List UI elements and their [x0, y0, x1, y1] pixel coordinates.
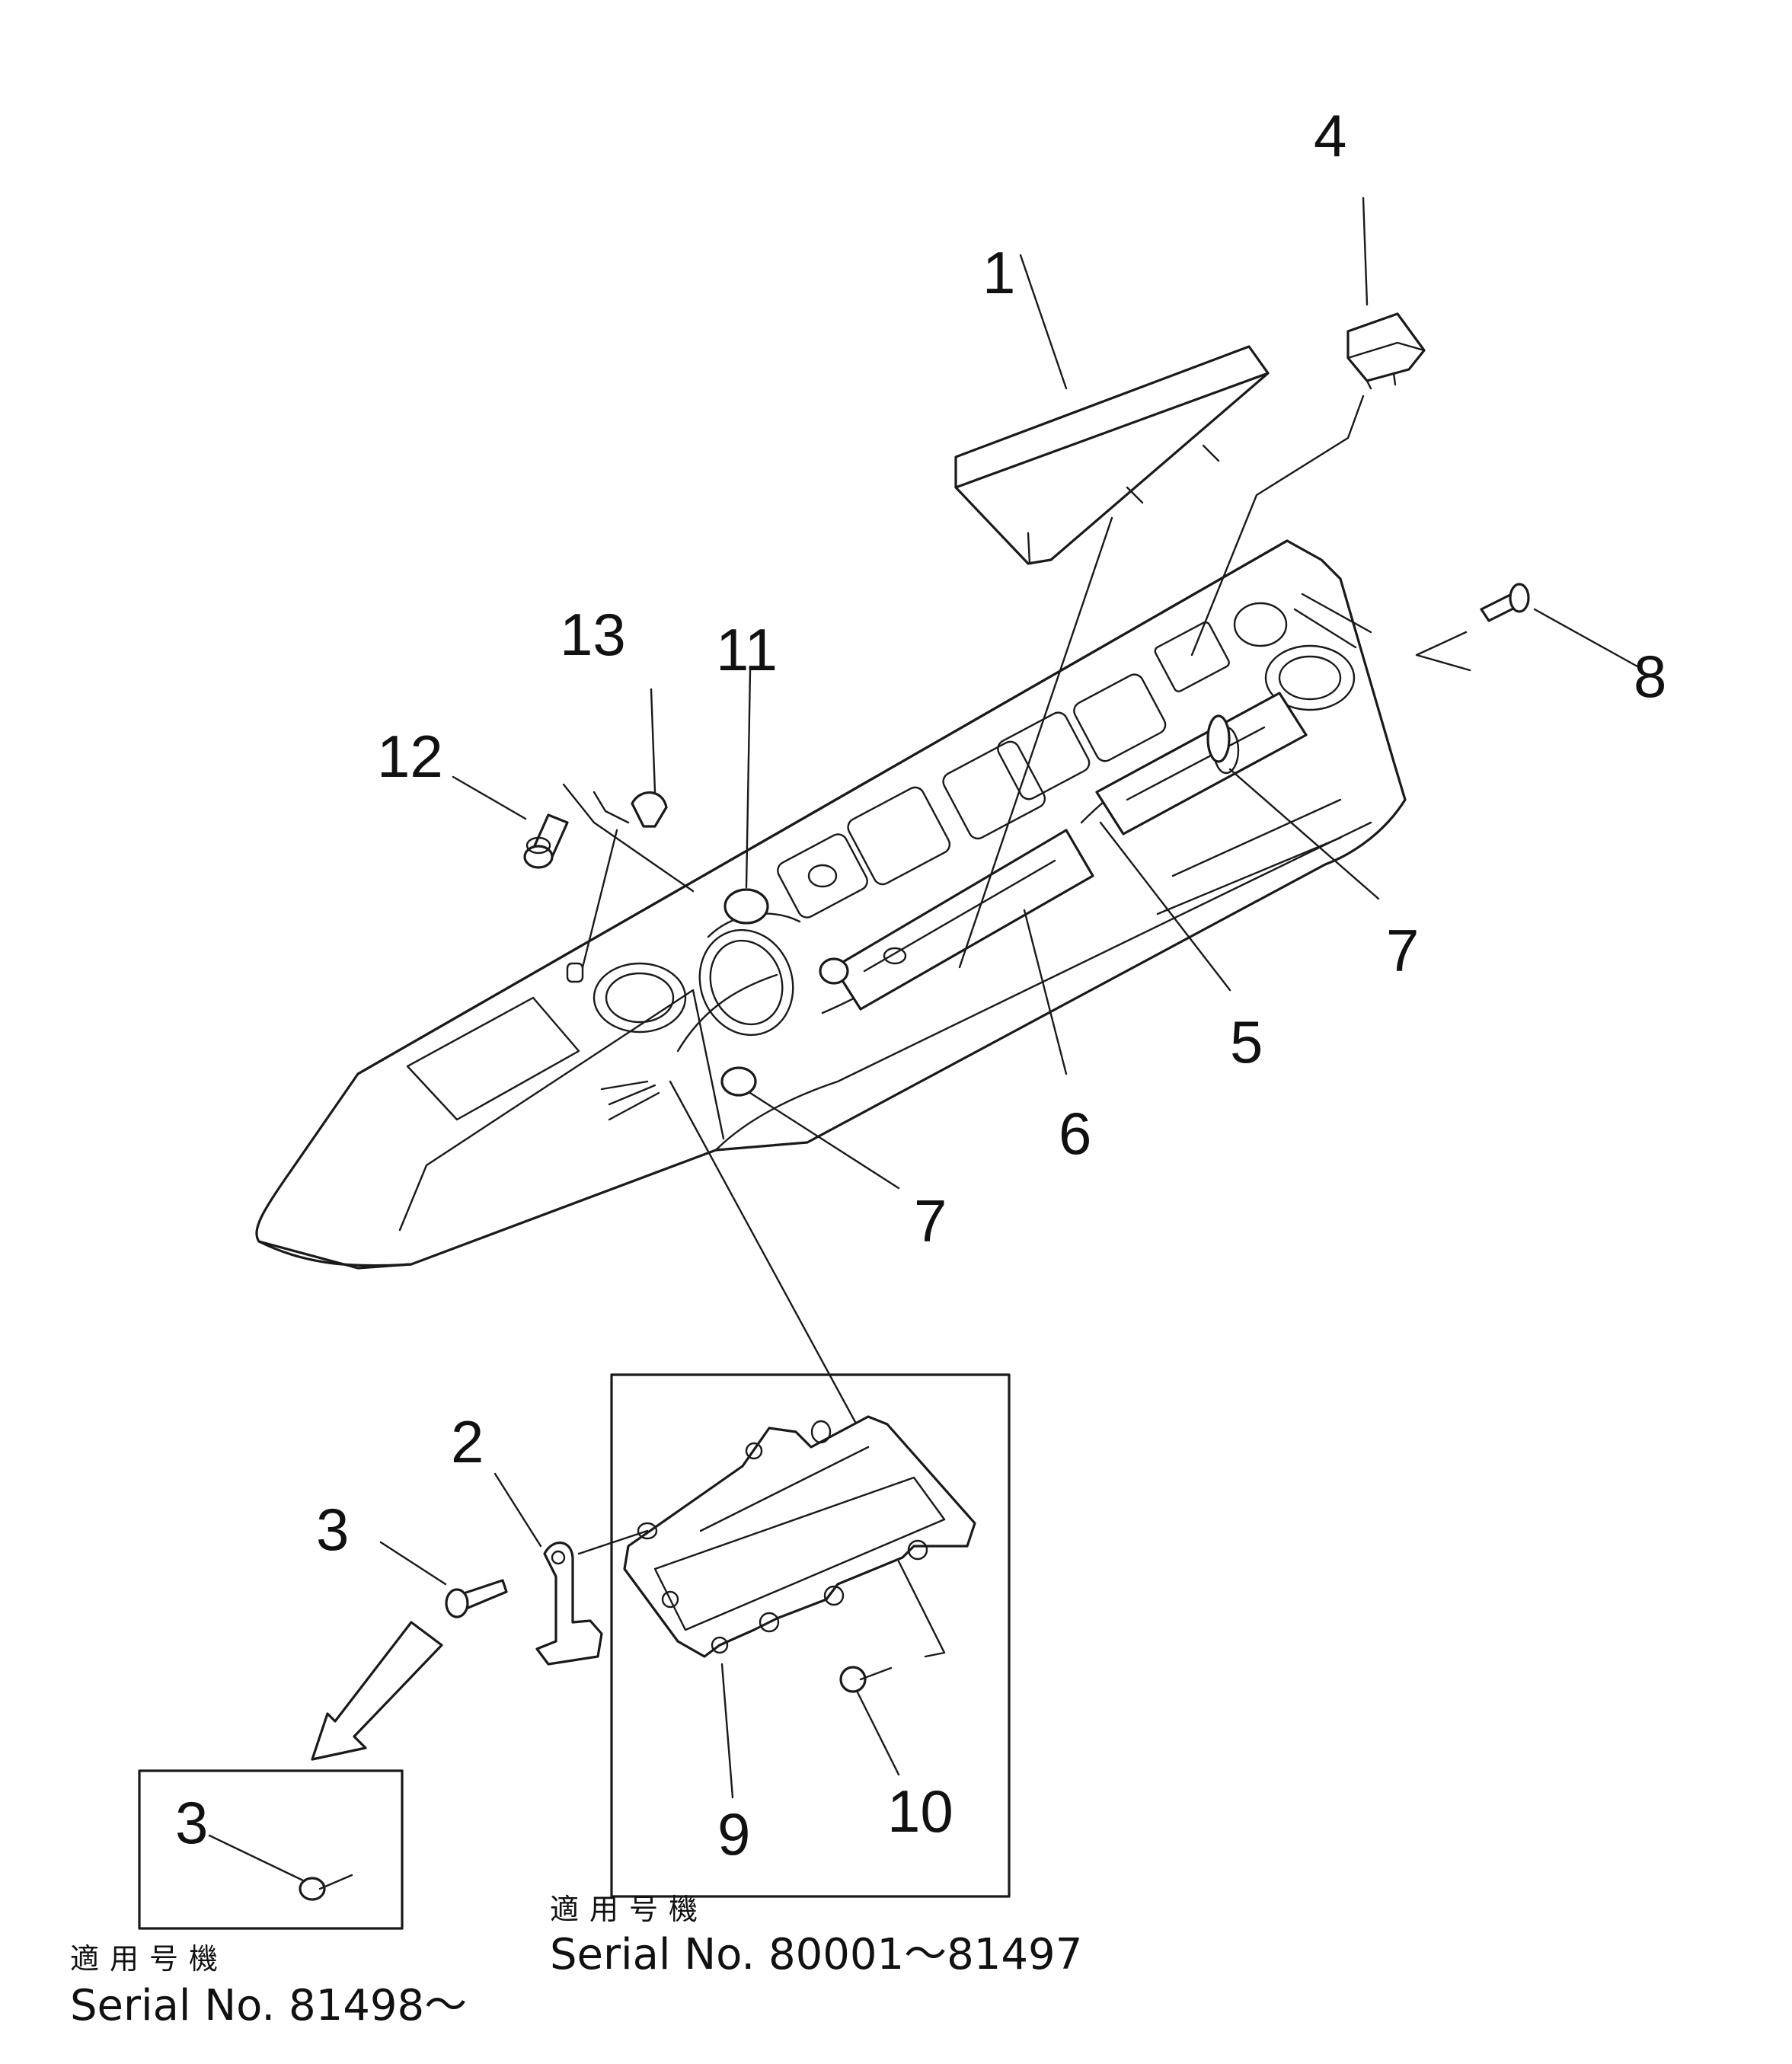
callout-4: 4 [1314, 102, 1346, 169]
callout-9: 9 [717, 1800, 750, 1868]
bracket-part-2 [535, 1542, 603, 1666]
leader-part-2b [577, 1529, 649, 1555]
callout-13: 13 [560, 601, 626, 668]
clamp-parts [720, 714, 1231, 1097]
inset-box-serial-80001 [610, 1373, 1011, 1898]
callout-2: 2 [451, 1408, 484, 1475]
callout-1: 1 [982, 239, 1015, 306]
bolt-part-12 [523, 813, 569, 869]
callout-8: 8 [1634, 643, 1666, 710]
harness-plate-6 [832, 829, 1094, 1011]
callout-10: 10 [887, 1778, 953, 1845]
note-right-applicable: 適用号機 [550, 1893, 708, 1926]
lamp-part-13 [631, 791, 668, 828]
callout-12: 12 [377, 723, 443, 790]
callout-6: 6 [1059, 1100, 1091, 1167]
screw-part-8 [1480, 583, 1530, 622]
callout-labels: 1 4 13 11 12 8 7 5 6 7 2 3 9 10 3 [175, 102, 1666, 1868]
leader-part-3 [379, 1541, 447, 1586]
note-left-applicable: 適用号機 [70, 1942, 228, 1976]
cap-part-4 [1346, 312, 1426, 390]
note-left-serial: Serial No. 81498～ [70, 1981, 467, 2030]
bolt-part-3 [445, 1579, 508, 1618]
callout-7-right: 7 [1386, 917, 1419, 984]
cover-plate-part-1 [954, 345, 1270, 565]
callout-5: 5 [1230, 1008, 1263, 1075]
dashboard-panel [255, 539, 1407, 1270]
callout-3: 3 [316, 1496, 349, 1563]
inset-box-serial-81498 [138, 1769, 404, 1930]
applicability-notes: 適用号機 Serial No. 81498～ 適用号機 Serial No. 8… [70, 1893, 1082, 2030]
leader-lines [452, 196, 1639, 1433]
note-right-serial: Serial No. 80001～81497 [550, 1930, 1082, 1979]
callout-11: 11 [716, 616, 778, 683]
callout-3-inset: 3 [175, 1789, 208, 1856]
arrow-to-inset [311, 1621, 443, 1761]
leader-part-2 [494, 1472, 542, 1548]
callout-7-left: 7 [914, 1187, 947, 1254]
